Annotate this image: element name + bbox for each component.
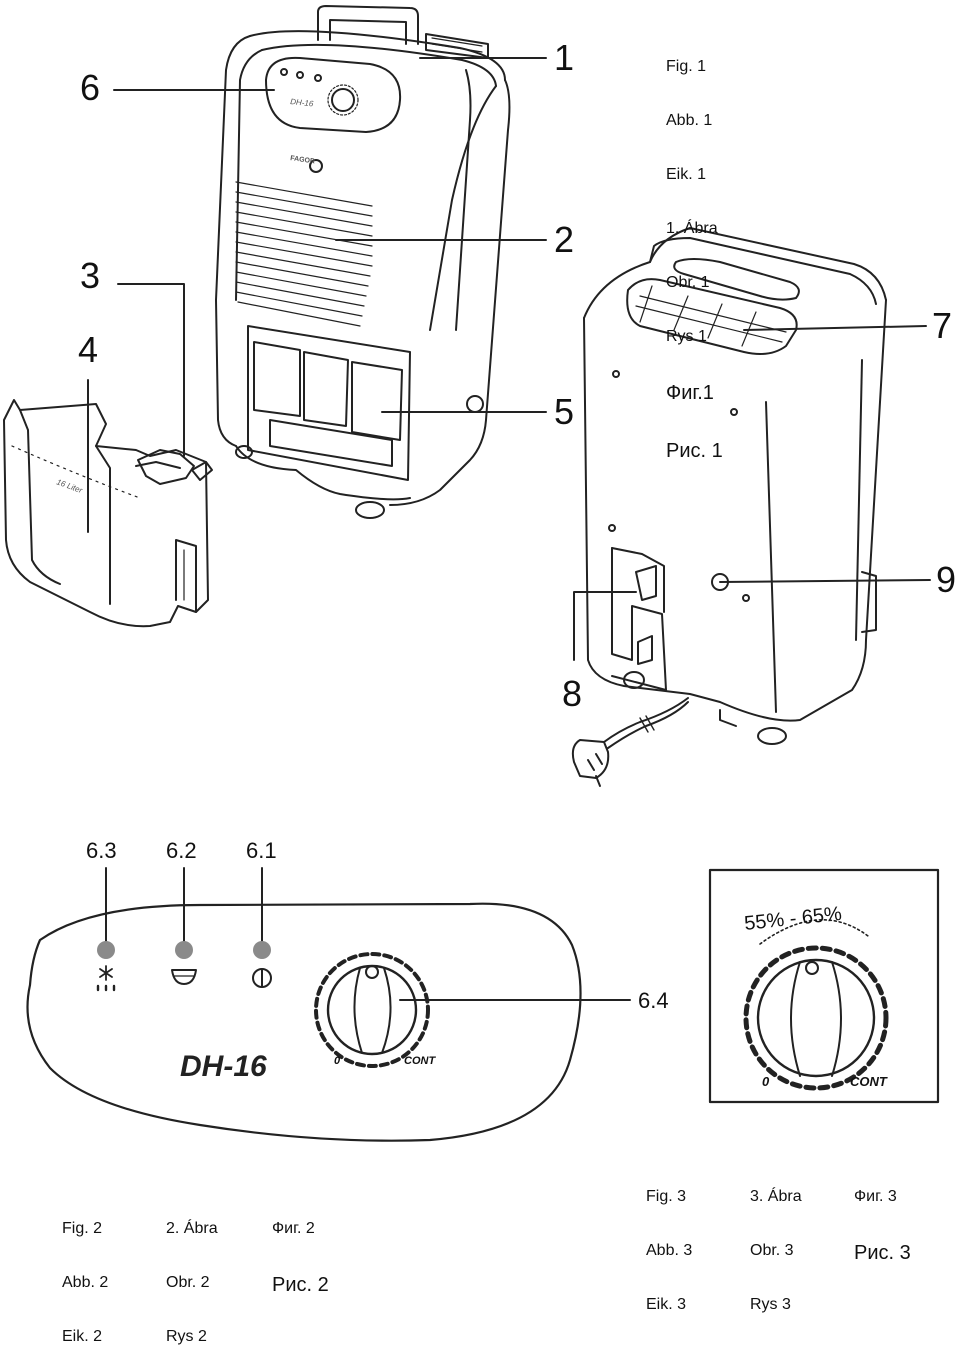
fig3-caption-col1: Fig. 3 Abb. 3 Eik. 3 bbox=[646, 1152, 692, 1332]
fig3-caption-line: Рис. 3 bbox=[854, 1242, 911, 1264]
fig1-caption-line: Фиг.1 bbox=[666, 382, 714, 404]
fig2-caption-line: Obr. 2 bbox=[166, 1274, 210, 1291]
fig3-caption-line: Fig. 3 bbox=[646, 1188, 687, 1205]
fig1-caption-line: 1. Ábra bbox=[666, 220, 718, 237]
dial-knob-max: CONT bbox=[850, 1074, 888, 1089]
fig2-caption-line: Fig. 2 bbox=[62, 1220, 103, 1237]
device-model: DH-16 bbox=[290, 97, 314, 108]
leader-lines bbox=[87, 57, 931, 661]
panel-knob-min: 0 bbox=[334, 1055, 341, 1067]
fig3-caption-col3: Фиг. 3 Рис. 3 bbox=[854, 1152, 911, 1282]
callout-labels: 1 2 3 4 5 6 7 8 9 6.3 6.2 6.1 6.4 bbox=[78, 37, 956, 1013]
dial-detail-drawing bbox=[708, 868, 940, 1104]
fig2-caption-line: Eik. 2 bbox=[62, 1328, 103, 1345]
fig1-caption-line: Eik. 1 bbox=[666, 166, 707, 183]
fig2-caption-col1: Fig. 2 Abb. 2 Eik. 2 bbox=[62, 1184, 108, 1364]
water-tank bbox=[3, 399, 213, 628]
tank-capacity-label: 16 Liter bbox=[55, 477, 83, 495]
humidity-knob bbox=[314, 952, 430, 1068]
callout-4: 4 bbox=[78, 329, 98, 370]
fig2-caption-line: Rys 2 bbox=[166, 1328, 207, 1345]
power-icon bbox=[252, 968, 272, 988]
fig2-caption-col3: Фиг. 2 Рис. 2 bbox=[272, 1184, 329, 1314]
fig3-caption-line: Eik. 3 bbox=[646, 1296, 687, 1313]
callout-6-3: 6.3 bbox=[86, 838, 117, 863]
fig2-caption-line: Рис. 2 bbox=[272, 1274, 329, 1296]
lamp-tank-full bbox=[175, 941, 193, 959]
control-panel-drawing bbox=[26, 867, 631, 1142]
fig1-caption-line: Obr. 1 bbox=[666, 274, 710, 291]
callout-5: 5 bbox=[554, 391, 574, 432]
callout-6-2: 6.2 bbox=[166, 838, 197, 863]
illustration: 1 2 3 4 5 6 7 8 9 6.3 6.2 6.1 6.4 FAGOR … bbox=[3, 5, 956, 1142]
fig3-caption-line: Rys 3 bbox=[750, 1296, 791, 1313]
callout-3: 3 bbox=[80, 255, 100, 296]
callout-9: 9 bbox=[936, 559, 956, 600]
fig3-caption-col2: 3. Ábra Obr. 3 Rys 3 bbox=[750, 1152, 802, 1332]
fig3-caption-line: Фиг. 3 bbox=[854, 1188, 897, 1205]
device-brand: FAGOR bbox=[290, 155, 316, 165]
fig3-caption-line: Abb. 3 bbox=[646, 1242, 693, 1259]
dial-range: 55% - 65% bbox=[743, 903, 843, 935]
panel-model: DH-16 bbox=[180, 1050, 267, 1083]
callout-7: 7 bbox=[932, 305, 952, 346]
device-labels: FAGOR DH-16 16 Liter bbox=[55, 97, 315, 495]
fig3-caption-line: 3. Ábra bbox=[750, 1188, 802, 1205]
dehumidifier-front bbox=[215, 5, 511, 519]
callout-2: 2 bbox=[554, 219, 574, 260]
defrost-icon bbox=[96, 965, 116, 992]
fig1-caption-line: Rys 1 bbox=[666, 328, 707, 345]
tank-full-icon bbox=[171, 969, 197, 985]
panel-knob-max: CONT bbox=[404, 1055, 436, 1067]
fig2-caption-line: 2. Ábra bbox=[166, 1220, 218, 1237]
callout-6-4: 6.4 bbox=[638, 988, 669, 1013]
fig1-caption-line: Рис. 1 bbox=[666, 440, 723, 462]
callout-6: 6 bbox=[80, 67, 100, 108]
lamp-defrost bbox=[97, 941, 115, 959]
callout-8: 8 bbox=[562, 673, 582, 714]
panel-text: DH-16 0 CONT 55% - 65% 0 CONT bbox=[180, 903, 888, 1089]
fig2-caption-line: Abb. 2 bbox=[62, 1274, 109, 1291]
fig1-caption: Fig. 1 Abb. 1 Eik. 1 1. Ábra Obr. 1 Rys … bbox=[666, 22, 723, 480]
callout-6-1: 6.1 bbox=[246, 838, 277, 863]
fig1-caption-line: Fig. 1 bbox=[666, 58, 707, 75]
fig2-caption-line: Фиг. 2 bbox=[272, 1220, 315, 1237]
callout-1: 1 bbox=[554, 37, 574, 78]
lamp-power bbox=[253, 941, 271, 959]
fig3-caption-line: Obr. 3 bbox=[750, 1242, 794, 1259]
fig2-caption-col2: 2. Ábra Obr. 2 Rys 2 bbox=[166, 1184, 218, 1364]
fig1-caption-line: Abb. 1 bbox=[666, 112, 713, 129]
dehumidifier-rear bbox=[571, 227, 887, 787]
dial-knob-min: 0 bbox=[762, 1074, 770, 1089]
